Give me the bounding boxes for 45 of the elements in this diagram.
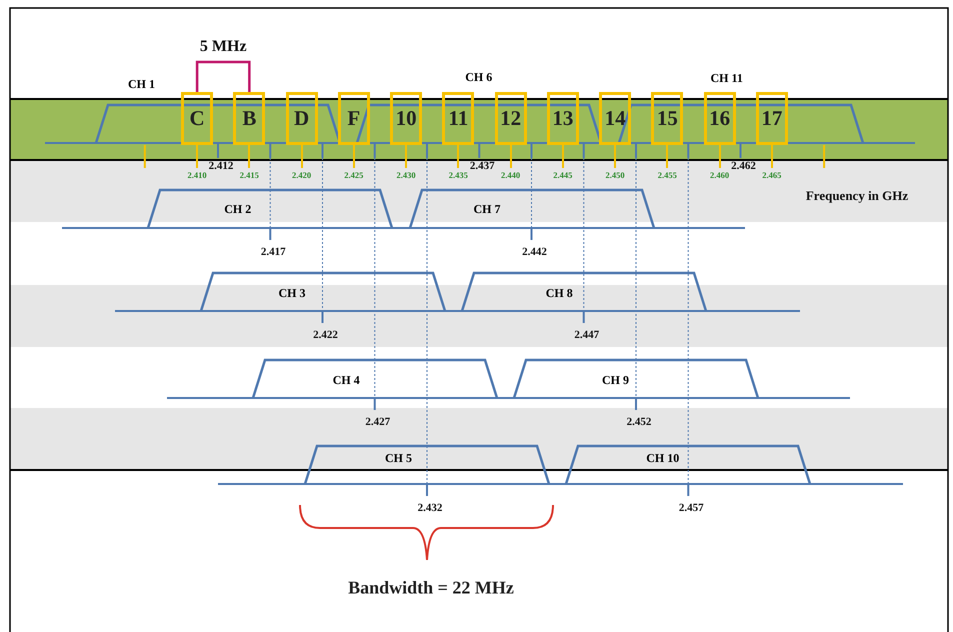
dimension-label: 5 MHz (200, 38, 247, 56)
channel-mask (303, 446, 551, 484)
channel-label: CH 1 (128, 77, 155, 92)
channel-label: CH 3 (278, 286, 306, 301)
frequency-tick-label: 2.460 (710, 170, 730, 180)
frequency-tick-label: 2.435 (448, 170, 468, 180)
center-frequency-label: 2.442 (522, 246, 547, 258)
frequency-tick-label: 2.455 (658, 170, 677, 180)
frequency-tick-label: 2.465 (762, 170, 782, 180)
center-frequency-label: 2.422 (313, 329, 338, 341)
channel-mask (146, 190, 394, 228)
center-frequency-label: 2.417 (260, 246, 286, 258)
channel-label: CH 10 (646, 451, 680, 466)
frequency-tick-label: 2.440 (501, 170, 520, 180)
channel-mask (512, 360, 760, 398)
channel-label: CH 8 (546, 286, 573, 301)
frequency-tick-label: 2.430 (396, 170, 416, 180)
channel-mask (408, 190, 656, 228)
center-frequency-label: 2.457 (678, 502, 704, 514)
center-frequency-label: 2.437 (470, 160, 495, 172)
center-frequency-label: 2.452 (626, 416, 652, 428)
center-frequency-label: 2.427 (365, 416, 390, 428)
channel-label: CH 2 (224, 202, 252, 217)
center-frequency-label: 2.462 (731, 160, 756, 172)
channel-label: CH 5 (385, 451, 412, 466)
bandwidth-label: Bandwidth = 22 MHz (348, 578, 514, 598)
frequency-tick-label: 2.410 (188, 170, 207, 180)
channel-label: CH 9 (602, 373, 629, 388)
channel-label: CH 4 (332, 373, 360, 388)
frequency-tick-label: 2.425 (344, 170, 364, 180)
frequency-tick-label: 2.415 (240, 170, 259, 180)
channel-label: CH 11 (710, 71, 743, 86)
channel-mask (198, 273, 446, 311)
channel-mask (460, 273, 708, 311)
center-frequency-label: 2.447 (574, 329, 600, 341)
axis-title: Frequency in GHz (806, 188, 908, 204)
channel-label: CH 7 (474, 202, 500, 217)
channel-mask (564, 446, 812, 484)
frequency-tick-label: 2.445 (553, 170, 572, 180)
frequency-tick-label: 2.420 (292, 170, 312, 180)
frequency-tick-label: 2.450 (606, 170, 625, 180)
center-frequency-label: 2.412 (208, 160, 234, 172)
channel-label: CH 6 (465, 70, 492, 85)
center-frequency-label: 2.432 (418, 502, 442, 514)
channel-mask (250, 360, 499, 398)
